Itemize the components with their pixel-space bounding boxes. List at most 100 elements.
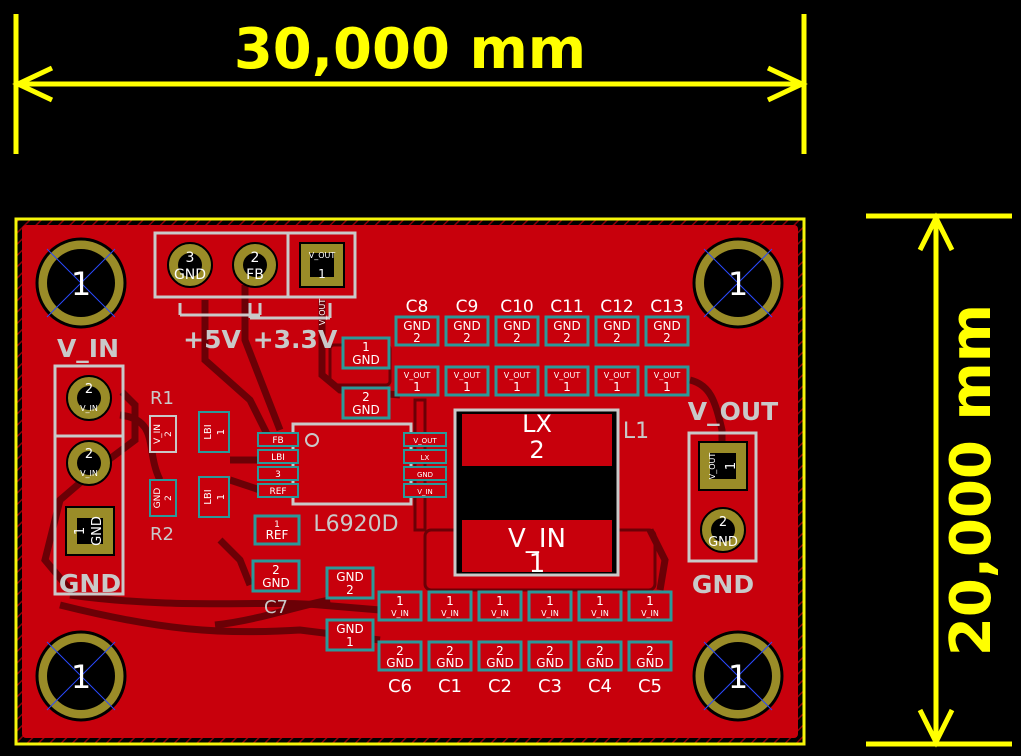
header-pin3-name: GND [174,267,206,283]
r2-pad-pin: 2 [164,495,174,501]
mid-gnd2-pin: 2 [346,583,354,597]
cap-pad-gnd-num: 2 [596,644,604,658]
ic-pin-label: FB [272,436,283,446]
mounting-hole-bl: 1 [35,630,127,722]
vin-pin2a-name: V_IN [80,404,98,413]
cap-pad-gnd-name: GND [603,319,631,333]
ic-pin-pad [403,432,447,447]
cap-pad-vout [444,365,490,397]
cap-ref: C5 [638,676,662,697]
ic-pin-label: LX [421,454,430,462]
cap-pad-vin [577,590,623,622]
cap-pad-gnd [577,640,623,672]
cap-pad-vout-num: 1 [413,380,421,394]
ref-pad-name: REF [266,528,289,542]
cap-pad-vin-name: V_IN [541,609,559,618]
vout-pin1-name: V_OUT [708,453,717,480]
top-gnd2-name: GND [352,403,380,417]
c7-pin-name: GND [262,576,290,590]
mounting-hole-label: 1 [71,658,91,696]
cap-ref: C11 [550,297,584,317]
ic-pin-label: 3 [275,470,281,480]
jumper-label-3v3: +3.3V [253,325,338,354]
height-dimension-label: 20,000 mm [939,304,1004,656]
jumper-header: 3 GND 2 FB V_OUT 1 [153,231,357,320]
cap-pad-vin-name: V_IN [491,609,509,618]
ic-pin-left: REF [257,483,299,498]
cap-pad-gnd [494,315,540,347]
top-gnd2-num: 2 [362,390,370,404]
cap-pad-gnd-num: 2 [546,644,554,658]
ic-pin-label: REF [269,487,286,497]
cap-pad-vin [377,590,423,622]
ic-pin-left: LBI [257,449,299,464]
cap-pad-vin-name: V_IN [591,609,609,618]
cap-pad-gnd-name: GND [486,656,514,670]
cap-pad-vin-name: V_IN [391,609,409,618]
ic-pin-left: 3 [257,466,299,481]
ic-pin-label: V_IN [417,488,433,496]
cap-pad-gnd-num: 2 [563,331,571,345]
lbi2-name: LBI [203,489,214,504]
vin-connector-title: V_IN [57,334,119,363]
cap-pad-vout-num: 1 [463,380,471,394]
mounting-hole-br: 1 [692,630,784,722]
cap-pad-gnd-num: 2 [463,331,471,345]
mid-gnd1-name: GND [336,622,364,636]
ic-pin-pad [257,432,299,447]
cap-pad-vout-name: V_OUT [504,371,531,380]
board-outline [14,217,806,746]
vin-pin2b-name: V_IN [80,469,98,478]
cap-pad-vout [644,365,690,397]
cap-pad-gnd-name: GND [536,656,564,670]
cap-ref: C10 [500,297,534,317]
cap-pad-gnd-num: 2 [413,331,421,345]
cap-pad-gnd [627,640,673,672]
cap-pad-gnd [394,315,440,347]
cap-pad-gnd-name: GND [503,319,531,333]
ref-pad-pin: 1 [274,520,280,530]
cap-pad-gnd [377,640,423,672]
ic-pin-right: V_IN [403,483,447,498]
jumper-label-5v: +5V [183,325,241,354]
cap-pad-vin-num: 1 [496,594,504,608]
cap-pad-vin-num: 1 [446,594,454,608]
vin-connector-bottom-label: GND [59,569,121,598]
ic-pin-pad [257,483,299,498]
cap-pad-gnd [427,640,473,672]
mounting-hole-tl: 1 [35,237,127,329]
cap-pad-vin [477,590,523,622]
ic-pin-left: FB [257,432,299,447]
ic-pin-label: V_OUT [413,437,437,445]
cap-pad-gnd-num: 2 [446,644,454,658]
header-pin3-num: 3 [186,250,195,266]
vin-pin2b-num: 2 [85,447,93,462]
cap-pad-vin-name: V_IN [641,609,659,618]
cap-ref: C2 [488,676,512,697]
ic-pin-pad [403,466,447,481]
vout-pin1-num: 1 [724,462,739,470]
cap-ref: C3 [538,676,562,697]
cap-pad-gnd-num: 2 [613,331,621,345]
ic-pin-label: LBI [271,453,285,463]
cap-pad-gnd [594,315,640,347]
width-dimension-label: 30,000 mm [234,17,586,82]
cap-ref: C9 [456,297,479,317]
cap-pad-gnd-num: 2 [513,331,521,345]
cap-pad-gnd [444,315,490,347]
ic-pin-right: V_OUT [403,432,447,447]
vin-pin1-num: 1 [73,527,88,535]
cap-pad-vin [427,590,473,622]
vin-pin2a-num: 2 [85,382,93,397]
cap-pad-vin [627,590,673,622]
cap-pad-vout [394,365,440,397]
cap-ref: C13 [650,297,684,317]
cap-pad-gnd-num: 2 [496,644,504,658]
